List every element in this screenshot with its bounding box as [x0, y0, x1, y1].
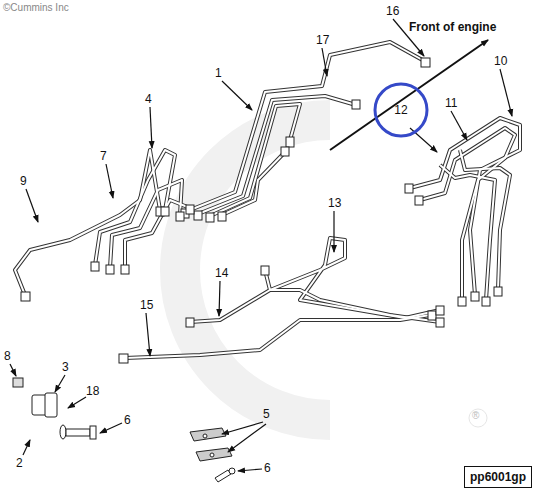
callout-number: 1 — [215, 67, 222, 79]
callout-number: 14 — [215, 267, 228, 279]
callout-number: 12 — [394, 103, 407, 117]
copyright-watermark: ©Cummins Inc — [3, 3, 69, 13]
callout-number: 4 — [145, 93, 152, 105]
callout-number: 8 — [4, 350, 11, 362]
highlight-circle: 12 — [373, 82, 429, 138]
callout-number: 15 — [140, 299, 153, 311]
callout-number: 18 — [86, 385, 99, 397]
leader-lines — [10, 19, 512, 471]
callout-number: 10 — [494, 55, 507, 67]
callout-number: 5 — [263, 408, 270, 420]
direction-arrow — [330, 40, 488, 150]
drawing-number-box: pp6001gp — [464, 466, 532, 488]
direction-label: Front of engine — [409, 21, 496, 33]
callout-number: ® — [472, 411, 479, 421]
callout-number: 9 — [20, 175, 27, 187]
callout-number: 3 — [62, 361, 69, 373]
callout-number: 6 — [124, 414, 131, 426]
drawing-number: pp6001gp — [470, 470, 526, 484]
callout-number: 2 — [16, 457, 23, 469]
callout-number: 13 — [328, 197, 341, 209]
clamp-hardware — [13, 378, 235, 482]
watermark-logo — [180, 120, 330, 420]
callout-number: 17 — [316, 34, 329, 46]
callout-number: 11 — [445, 97, 457, 109]
callout-number: 16 — [386, 5, 399, 17]
callout-number: 7 — [100, 150, 107, 162]
callout-number: 6 — [264, 462, 271, 474]
